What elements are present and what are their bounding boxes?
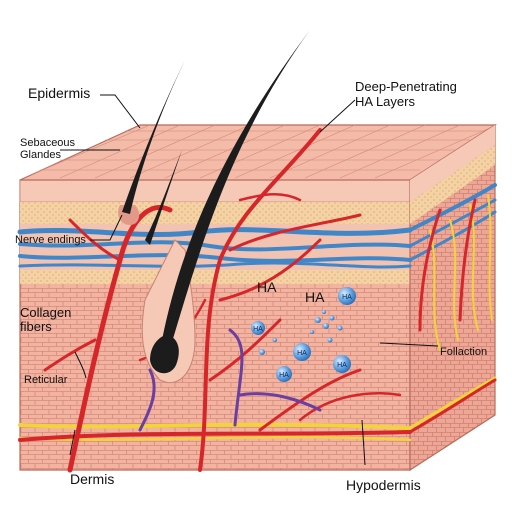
ha-large-labels: HA HA	[257, 279, 325, 305]
ha-bubble-label: HA	[342, 294, 352, 301]
label-follaction: Follaction	[440, 346, 488, 358]
label-nerve-endings: Nerve endings	[15, 234, 86, 246]
label-deep-penetrating: Deep-Penetrating	[355, 79, 457, 94]
ha-large-label: HA	[257, 279, 277, 295]
ha-bubble-label: HA	[253, 326, 263, 333]
leader-lines	[60, 94, 439, 466]
label-hypodermis: Hypodermis	[346, 477, 421, 493]
label-sebaceous: Sebaceous Glandes	[20, 137, 76, 162]
hair-follicle-small	[118, 50, 190, 245]
label-ha-layers: HA Layers	[355, 94, 415, 109]
ha-bubble-label: HA	[279, 372, 289, 379]
ha-large-label: HA	[305, 289, 325, 305]
ha-bubbles	[251, 287, 356, 382]
nerves	[138, 328, 322, 432]
hair-follicle-large	[141, 30, 310, 383]
ha-bubble-label: HA	[297, 350, 307, 357]
arteries	[18, 128, 497, 473]
label-dermis: Dermis	[70, 471, 115, 487]
label-epidermis: Epidermis	[28, 85, 91, 101]
label-reticular: Reticular	[24, 374, 68, 386]
ha-bubble-labels: HA HA HA HA HA	[253, 294, 352, 379]
label-collagen: Collagen fibers	[20, 305, 72, 335]
ha-bubble-label: HA	[337, 362, 347, 369]
